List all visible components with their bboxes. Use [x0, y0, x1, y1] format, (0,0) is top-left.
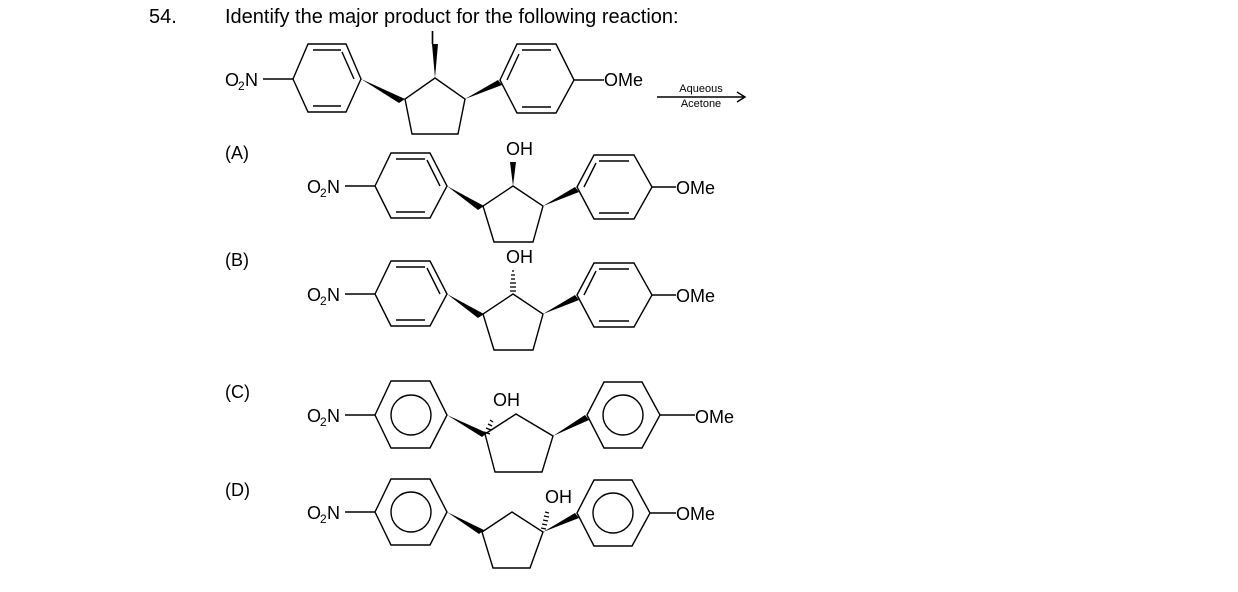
question-text: Identify the major product for the follo…: [225, 6, 679, 28]
reactant-structure: O 2 N I OMe: [225, 28, 643, 135]
option-d[interactable]: (D) O 2 N OH OMe: [225, 478, 715, 569]
reactant-iodo: I: [430, 28, 435, 48]
option-b-nitro-o: O: [307, 285, 321, 305]
option-b-nitro-n: N: [327, 285, 340, 305]
condition-aqueous: Aqueous: [679, 83, 723, 95]
option-c-nitro-n: N: [327, 406, 340, 426]
reactant-cyclopentane: [404, 77, 466, 135]
reactant-nitro-sub: 2: [238, 79, 245, 93]
option-c-nitro-sub: 2: [320, 415, 327, 429]
option-b-label: (B): [225, 250, 249, 270]
reaction-arrow: Aqueous Acetone: [657, 83, 747, 110]
option-b-ome: OMe: [676, 286, 715, 306]
reactant-ome: OMe: [604, 70, 643, 90]
option-c[interactable]: (C) O 2 N OH OMe: [225, 380, 734, 473]
option-d-nitro-n: N: [327, 503, 340, 523]
option-a-nitro-sub: 2: [320, 186, 327, 200]
condition-acetone: Acetone: [681, 98, 721, 110]
option-a[interactable]: (A) O 2 N OH OMe: [225, 139, 715, 243]
reactant-left-benzene: [292, 43, 362, 113]
option-d-ome: OMe: [676, 504, 715, 524]
option-d-nitro-sub: 2: [320, 512, 327, 526]
option-b-nitro-sub: 2: [320, 294, 327, 308]
option-a-ome: OMe: [676, 178, 715, 198]
option-c-ome: OMe: [695, 407, 734, 427]
option-b[interactable]: (B) O 2 N OH OMe: [225, 247, 715, 351]
option-a-oh: OH: [506, 139, 533, 159]
option-c-nitro-o: O: [307, 406, 321, 426]
question-number: 54.: [149, 6, 177, 28]
option-c-hash-bond: [483, 419, 494, 435]
reactant-nitro-o: O: [225, 70, 239, 90]
reactant-right-benzene: [499, 43, 575, 114]
option-a-nitro-n: N: [327, 177, 340, 197]
option-c-oh: OH: [493, 390, 520, 410]
option-c-label: (C): [225, 382, 250, 402]
option-d-oh: OH: [545, 487, 572, 507]
option-b-hash-bond: [510, 270, 516, 292]
reactant-nitro-n: N: [245, 70, 258, 90]
option-d-hash-bond: [540, 511, 550, 530]
option-a-label: (A): [225, 143, 249, 163]
option-d-nitro-o: O: [307, 503, 321, 523]
option-b-oh: OH: [506, 247, 533, 267]
option-a-nitro-o: O: [307, 177, 321, 197]
option-d-label: (D): [225, 480, 250, 500]
